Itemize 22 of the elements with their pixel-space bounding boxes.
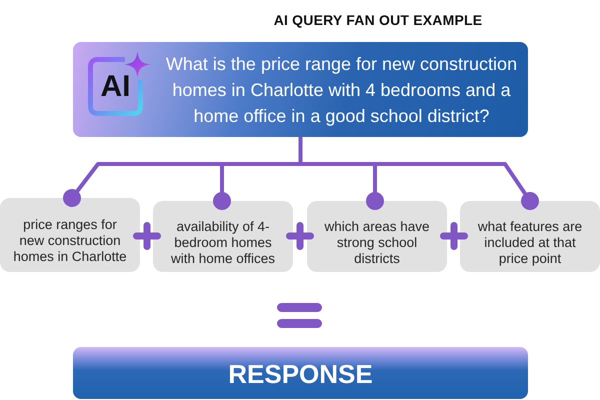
subquery-box — [460, 201, 600, 272]
subquery-text: price ranges for new construction homes in Charlotte — [12, 217, 128, 265]
connector-line — [366, 164, 384, 210]
subquery-box — [153, 201, 293, 272]
subquery-box — [307, 201, 447, 272]
ai-label: AI — [100, 70, 130, 102]
diagram-title: AI QUERY FAN OUT EXAMPLE — [274, 11, 482, 29]
query-box — [73, 42, 528, 137]
connector-line — [298, 137, 302, 164]
connector-line — [375, 162, 539, 210]
response-label: RESPONSE — [228, 359, 373, 389]
connector-line — [213, 164, 231, 210]
connector-line — [222, 162, 300, 166]
ai-badge — [87, 56, 144, 117]
subquery-box — [0, 198, 140, 272]
response-box — [73, 347, 528, 399]
question-text: What is the price range for new construction homes in Charlotte with 4 bedrooms and a home office in a good school district? — [164, 52, 518, 128]
connector-line — [300, 162, 375, 166]
subquery-text: availability of 4-bedroom homes with home offices — [170, 218, 276, 266]
subquery-text: which areas have strong school districts — [323, 218, 431, 266]
subquery-text: what features are included at that price point — [476, 218, 584, 266]
connector-line — [63, 162, 222, 207]
